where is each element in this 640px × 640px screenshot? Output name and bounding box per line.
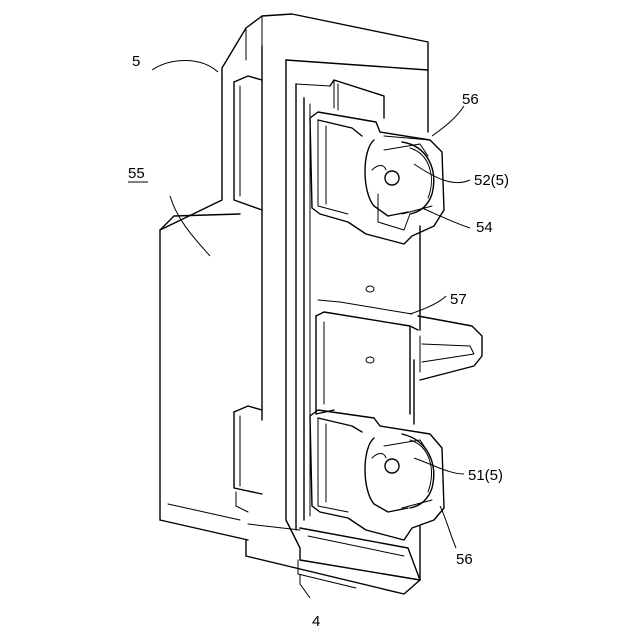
lower-holder <box>310 410 444 540</box>
bottom-base <box>246 524 420 594</box>
label-56-bottom: 56 <box>456 551 473 568</box>
label-4: 4 <box>312 613 320 630</box>
label-57: 57 <box>450 291 467 308</box>
label-54: 54 <box>476 219 493 236</box>
reference-labels: 5 55 56 52(5) 54 57 51(5) 56 4 <box>128 53 509 630</box>
upper-holder <box>310 112 444 244</box>
label-55: 55 <box>128 165 145 182</box>
label-56-top: 56 <box>462 91 479 108</box>
upper-top-tab <box>330 80 384 118</box>
label-51: 51(5) <box>468 467 503 484</box>
label-5: 5 <box>132 53 140 70</box>
label-52: 52(5) <box>474 172 509 189</box>
